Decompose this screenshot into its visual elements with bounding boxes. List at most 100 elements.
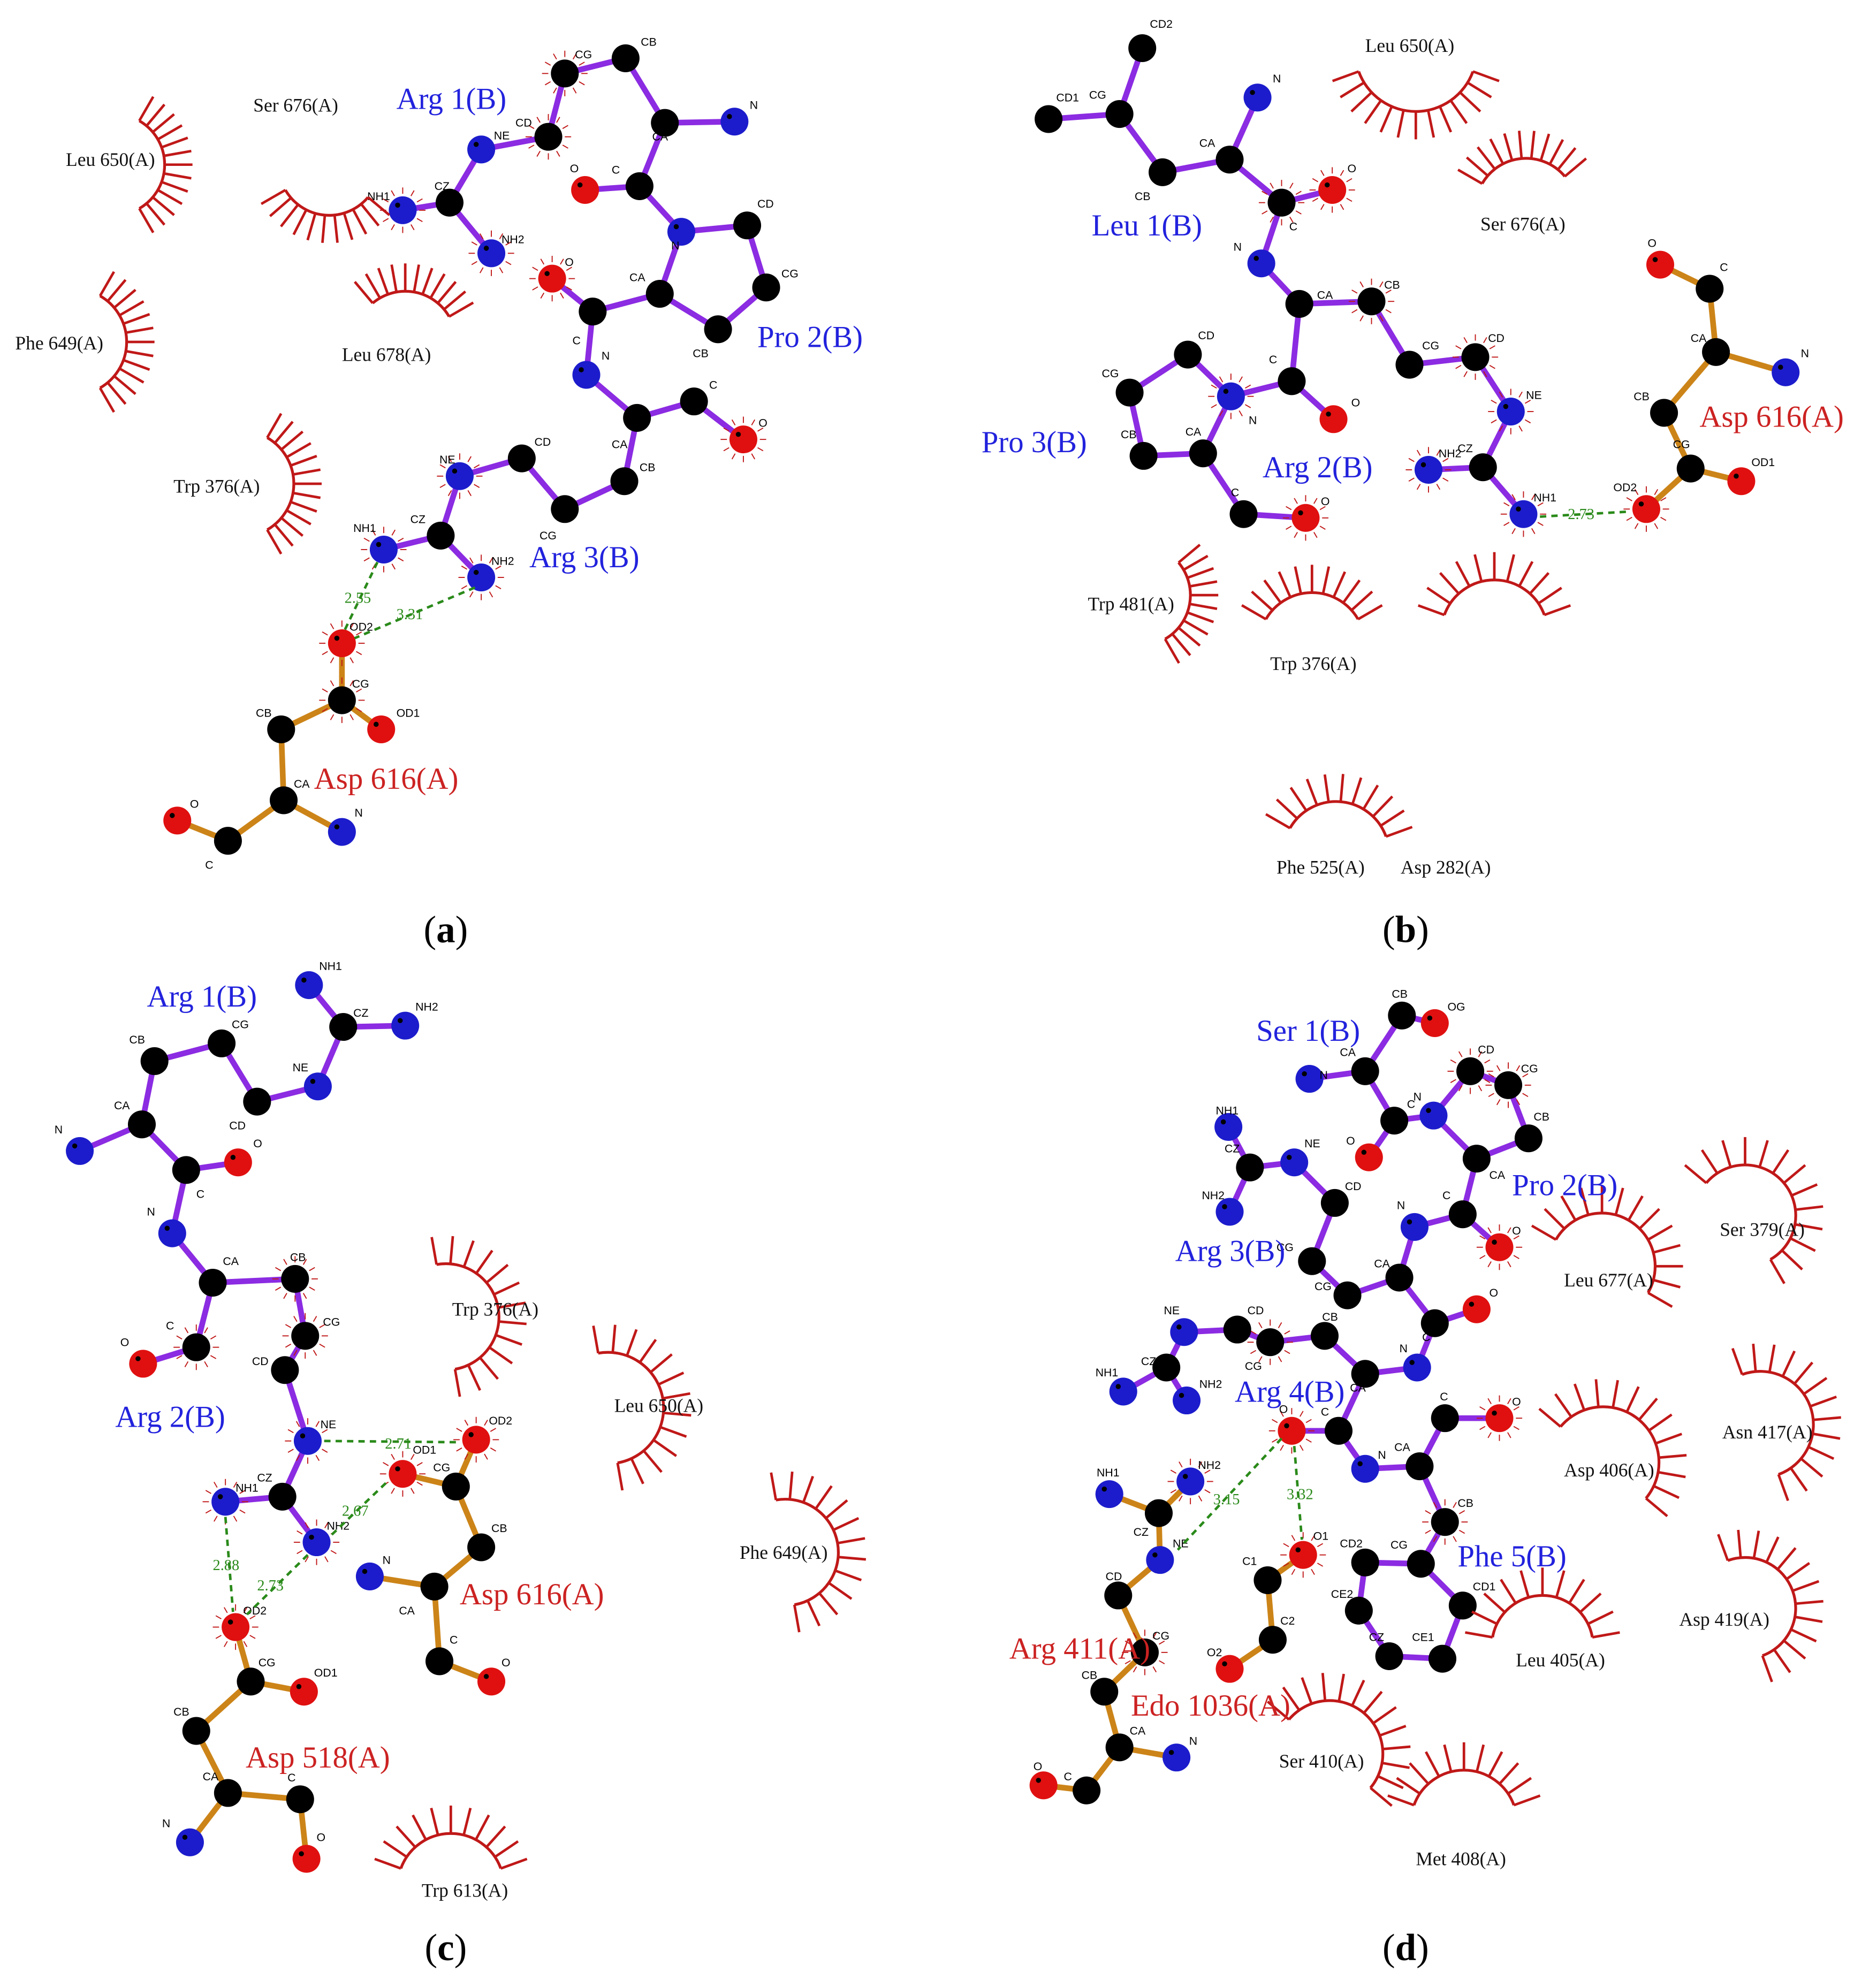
atom-label: CZ bbox=[1141, 1355, 1156, 1368]
carbon-atom bbox=[1385, 1263, 1414, 1292]
atom-label: N bbox=[671, 239, 679, 252]
contact-spikes bbox=[319, 677, 365, 723]
contact-spikes bbox=[529, 256, 575, 302]
carbon-atom bbox=[182, 1717, 210, 1745]
carbon-atom bbox=[1130, 1638, 1159, 1666]
contact-spikes bbox=[1500, 491, 1547, 537]
atom-label: CG bbox=[575, 48, 592, 61]
atom-label: CB bbox=[693, 347, 709, 360]
atom-label: CA bbox=[399, 1604, 415, 1617]
hydrophobic-contact-label: Trp 481(A) bbox=[1088, 593, 1174, 615]
atom-label: CZ bbox=[1457, 442, 1472, 455]
carbon-atom bbox=[1428, 1644, 1457, 1673]
atom-label: NH1 bbox=[1097, 1466, 1120, 1479]
atom-highlight bbox=[230, 1154, 236, 1160]
carbon-atom bbox=[271, 1356, 299, 1384]
atom-label: C bbox=[1064, 1770, 1072, 1783]
carbon-atom bbox=[267, 715, 295, 744]
hydrophobic-contact-label: Leu 650(A) bbox=[614, 1395, 704, 1416]
contact-spikes bbox=[1452, 334, 1499, 380]
atom-label: CG bbox=[1390, 1538, 1408, 1551]
carbon-atom bbox=[208, 1029, 236, 1057]
hydrophobic-contact-label: Phe 525(A) bbox=[1276, 857, 1365, 878]
atom-label: CA bbox=[612, 438, 628, 451]
carbon-atom bbox=[140, 1047, 169, 1075]
atom-label: CG bbox=[1314, 1280, 1332, 1293]
hydrophobic-contact-arc bbox=[1538, 1379, 1687, 1518]
carbon-atom bbox=[1035, 105, 1063, 133]
oxygen-atom bbox=[1485, 1233, 1514, 1261]
nitrogen-atom bbox=[293, 1427, 322, 1455]
atom-highlight bbox=[1638, 501, 1644, 507]
carbon-atom bbox=[1514, 1124, 1543, 1153]
atom-label: CZ bbox=[435, 180, 450, 193]
hydrophobic-contact-label: Phe 649(A) bbox=[15, 332, 103, 354]
nitrogen-atom bbox=[211, 1488, 240, 1516]
nitrogen-atom bbox=[1176, 1467, 1205, 1496]
atom-label: N bbox=[1319, 1069, 1327, 1081]
atom-highlight bbox=[735, 431, 741, 437]
hydrophobic-contact-arc bbox=[138, 96, 193, 233]
atom-label: CD bbox=[229, 1119, 246, 1132]
atom-label: OD1 bbox=[314, 1666, 338, 1679]
atom-label: CB bbox=[290, 1251, 306, 1264]
atom-highlight bbox=[1652, 257, 1658, 262]
atom-highlight bbox=[170, 813, 175, 818]
carbon-atom bbox=[1388, 1001, 1416, 1030]
atom-label: N bbox=[1249, 414, 1257, 427]
carbon-atom bbox=[1310, 1322, 1339, 1350]
carbon-atom bbox=[1448, 1200, 1477, 1229]
atom-highlight bbox=[1222, 1661, 1227, 1666]
hydrophobic-contact-arc bbox=[1241, 565, 1383, 621]
oxygen-atom bbox=[1485, 1404, 1514, 1433]
atom-label: O bbox=[565, 256, 574, 269]
atom-label: O bbox=[1490, 1286, 1499, 1299]
hbond-distance: 2.55 bbox=[345, 590, 371, 606]
carbon-atom bbox=[467, 1533, 496, 1562]
atom-label: C bbox=[205, 858, 213, 871]
atom-label: C bbox=[196, 1187, 204, 1200]
atom-label: O bbox=[253, 1137, 262, 1150]
nitrogen-atom bbox=[1162, 1743, 1191, 1772]
atom-highlight bbox=[395, 202, 400, 208]
atom-label: CB bbox=[1384, 279, 1400, 292]
carbon-atom bbox=[214, 1779, 242, 1807]
carbon-atom bbox=[1144, 1499, 1173, 1527]
atom-label: OD1 bbox=[413, 1443, 436, 1456]
carbon-atom bbox=[182, 1333, 210, 1361]
carbon-atom bbox=[1298, 1247, 1326, 1275]
contact-spikes bbox=[1447, 1048, 1493, 1094]
atom-label: N bbox=[1414, 1090, 1422, 1103]
atom-label: NH2 bbox=[1202, 1189, 1225, 1202]
atom-highlight bbox=[1324, 182, 1330, 188]
atom-label: O bbox=[1346, 1134, 1355, 1147]
carbon-atom bbox=[1462, 1145, 1491, 1173]
carbon-atom bbox=[1104, 1581, 1133, 1610]
atom-label: CD bbox=[535, 436, 551, 448]
atom-label: NE bbox=[321, 1418, 337, 1431]
hydrogen-bond bbox=[343, 561, 379, 631]
atom-label: CB bbox=[641, 35, 657, 48]
atom-highlight bbox=[1492, 1239, 1497, 1245]
ligand-residue-label: Arg 2(B) bbox=[1263, 451, 1373, 484]
contact-spikes bbox=[272, 1256, 318, 1302]
atom-label: O bbox=[1647, 237, 1657, 249]
atom-label: C bbox=[612, 163, 620, 176]
carbon-atom bbox=[1405, 1452, 1434, 1481]
carbon-atom bbox=[1152, 1353, 1181, 1382]
nitrogen-atom bbox=[1496, 398, 1525, 426]
hbond-distance: 3.32 bbox=[1287, 1487, 1313, 1503]
atom-label: NH2 bbox=[1199, 1377, 1222, 1390]
panel-caption: (c) bbox=[424, 1927, 467, 1969]
hbond-distance: 2.88 bbox=[213, 1557, 240, 1574]
atom-highlight bbox=[227, 1619, 233, 1625]
carbon-atom bbox=[420, 1572, 449, 1601]
carbon-atom bbox=[1189, 439, 1217, 468]
hydrophobic-contact-label: Leu 677(A) bbox=[1564, 1269, 1653, 1291]
hydrophobic-contact-arc bbox=[1387, 1742, 1541, 1807]
atom-label: C bbox=[709, 378, 717, 391]
contact-spikes bbox=[437, 453, 483, 499]
atom-label: CE1 bbox=[1412, 1631, 1434, 1644]
hydrophobic-contact-label: Ser 410(A) bbox=[1279, 1750, 1364, 1772]
